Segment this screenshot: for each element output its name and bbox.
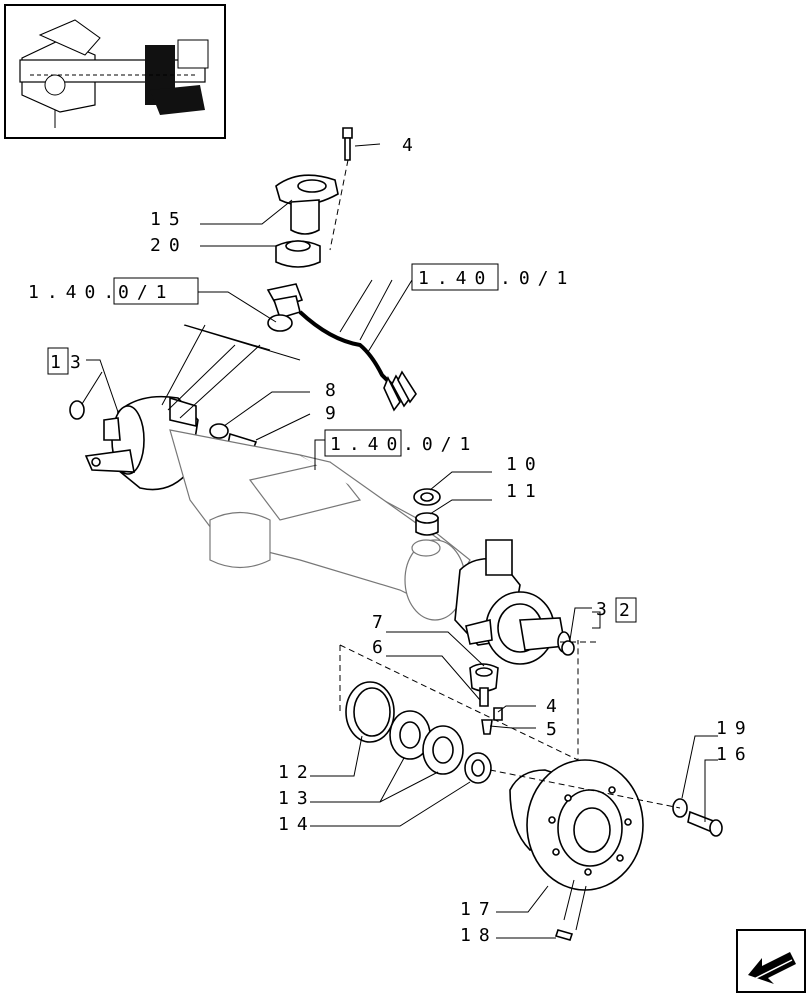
label-17: 17 [460, 899, 498, 920]
label-1: 1 [50, 352, 69, 373]
sensor-connector [266, 283, 417, 412]
label-9: 9 [325, 403, 344, 424]
kingpin-cap-15 [275, 174, 339, 235]
screws-4-5 [481, 707, 503, 735]
bearing-cone-13b [422, 725, 464, 775]
bushing-3-right [561, 640, 575, 656]
label-20: 20 [150, 235, 188, 256]
label-ref-mid-box: 1.40 [330, 434, 405, 455]
steering-knuckle-right [454, 539, 571, 665]
label-16: 16 [716, 744, 754, 765]
label-4-top: 4 [402, 135, 421, 156]
ref-box-2 [615, 597, 637, 623]
label-18: 18 [460, 925, 498, 946]
label-13: 13 [278, 788, 316, 809]
plate-6-7 [469, 663, 499, 707]
pin-18 [554, 929, 574, 941]
bearing-20 [275, 240, 321, 268]
label-6: 6 [372, 637, 391, 658]
label-10: 10 [506, 454, 544, 475]
label-5: 5 [546, 719, 565, 740]
label-12: 12 [278, 762, 316, 783]
nut-14 [464, 752, 492, 784]
bushing-3-left [69, 400, 85, 420]
bolt-16 [687, 810, 723, 837]
bushing-11 [415, 512, 439, 536]
label-19: 19 [716, 718, 754, 739]
axle-housing [169, 429, 471, 621]
label-3-left: 3 [70, 352, 89, 373]
label-14: 14 [278, 814, 316, 835]
ref-box-right [411, 263, 499, 291]
ref-box-1 [47, 347, 69, 375]
label-ref-right-box: 1.40 [418, 268, 493, 289]
label-15: 15 [150, 209, 188, 230]
ref-box-mid [324, 429, 402, 457]
label-8: 8 [325, 380, 344, 401]
bearing-cup-12 [345, 681, 395, 743]
washer-10 [413, 488, 441, 506]
arrow-back-icon[interactable] [736, 929, 806, 993]
label-ref-right-suffix: .0/1 [500, 268, 575, 289]
label-ref-left-box: 0/1 [118, 282, 175, 303]
label-2: 2 [619, 600, 638, 621]
steering-knuckle-left [84, 395, 199, 491]
bolt-4-top [342, 127, 353, 161]
label-ref-mid-suffix: .0/1 [403, 434, 478, 455]
axle-thumbnail-icon[interactable] [4, 4, 226, 139]
label-11: 11 [506, 481, 544, 502]
label-ref-left-prefix: 1.40. [28, 282, 122, 303]
label-7: 7 [372, 612, 391, 633]
ref-box-left [113, 277, 199, 305]
label-4-mid: 4 [546, 696, 565, 717]
bearing-cone-13a [389, 710, 431, 760]
wheel-hub-17 [509, 759, 644, 891]
label-3-right: 3 [596, 599, 615, 620]
